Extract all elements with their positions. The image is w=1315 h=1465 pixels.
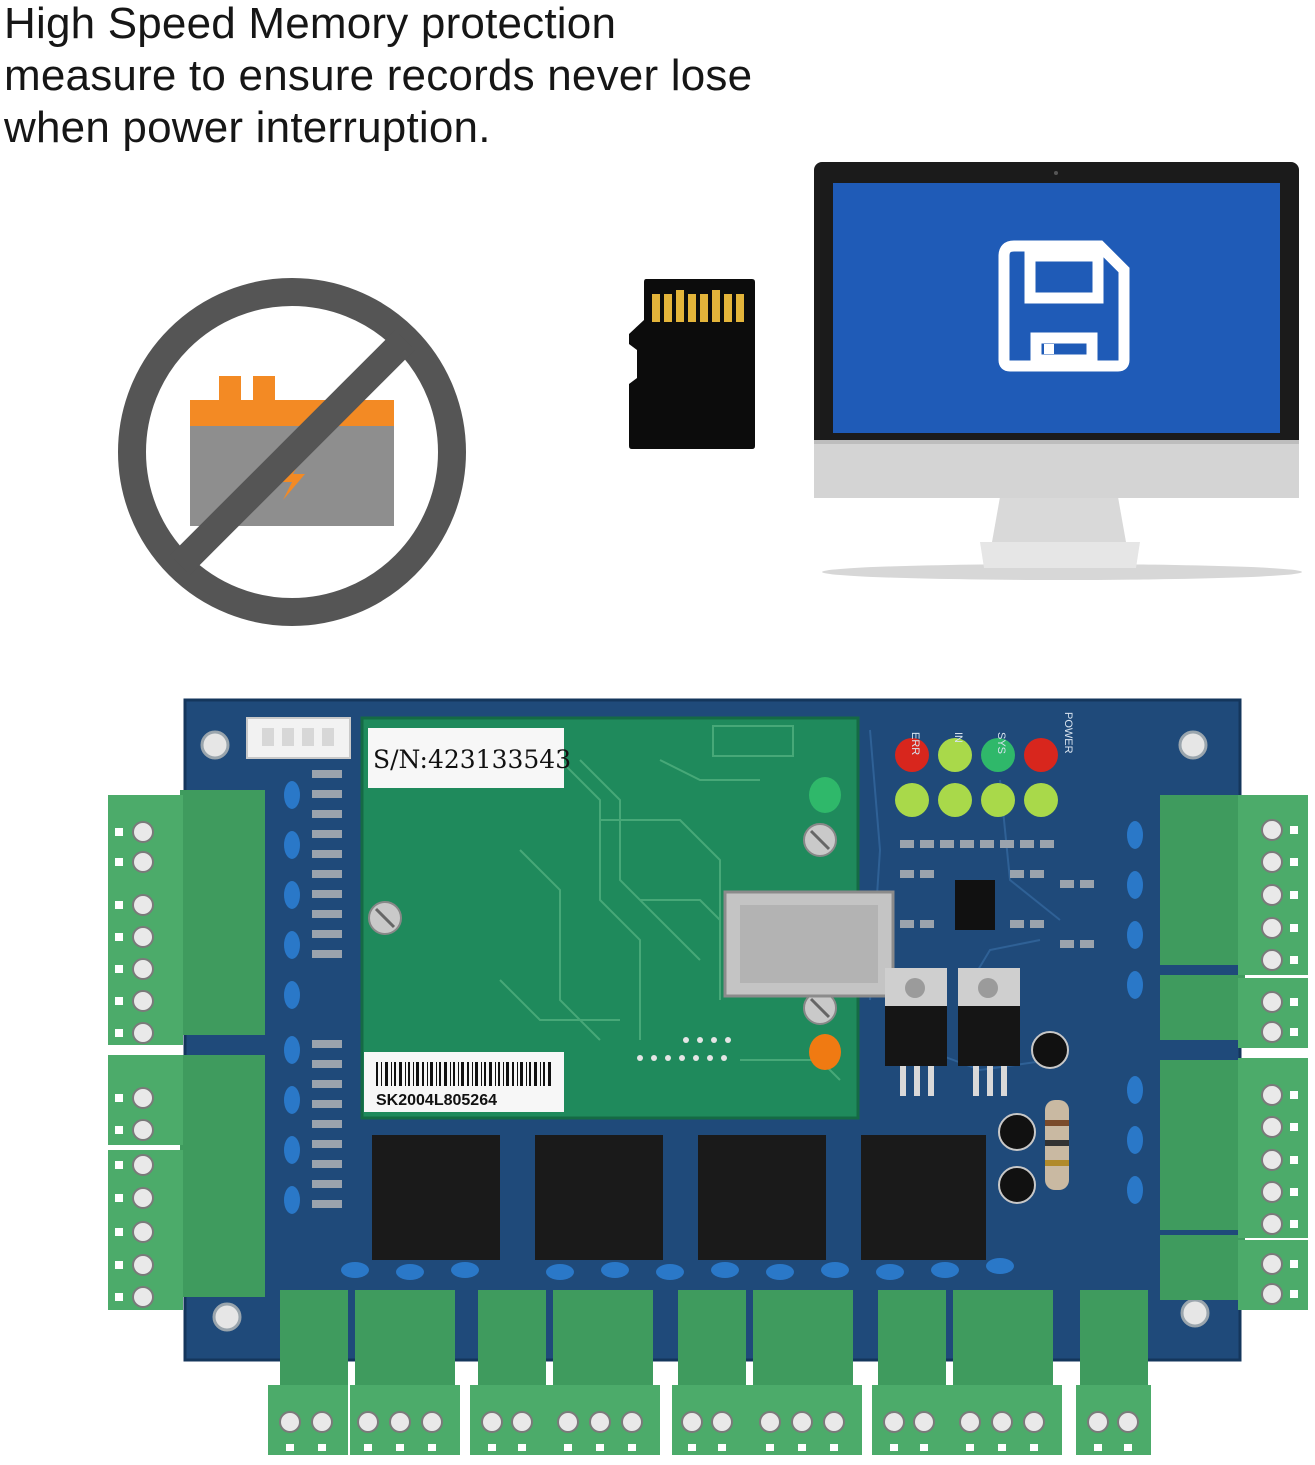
headline: High Speed Memory protection measure to …: [4, 0, 904, 154]
led-label-sys: SYS: [995, 732, 1007, 754]
no-battery-icon: [118, 278, 466, 626]
headline-line-2: measure to ensure records never lose: [4, 51, 753, 100]
micro-sd-card-icon: [629, 279, 755, 449]
status-leds: [895, 738, 1058, 817]
led-label-in: IN: [952, 732, 964, 743]
headline-line-3: when power interruption.: [4, 103, 491, 152]
monitor-icon: [814, 162, 1302, 580]
right-terminal-blocks: [1160, 795, 1308, 1310]
mounting-holes: [200, 730, 1210, 1332]
controller-board: [108, 698, 1308, 1455]
headline-line-1: High Speed Memory protection: [4, 0, 617, 48]
barcode-text: SK2004L805264: [376, 1092, 497, 1109]
serial-number-label: S/N:423133543: [373, 745, 571, 774]
voltage-regulators: [885, 968, 1020, 1096]
relays: [372, 1135, 986, 1260]
led-label-err: ERR: [909, 732, 921, 755]
left-terminal-blocks: [108, 790, 265, 1310]
bottom-terminal-blocks: [268, 1290, 1151, 1455]
led-label-power: POWER: [1062, 712, 1074, 754]
floppy-disk-save-icon: [998, 240, 1130, 372]
